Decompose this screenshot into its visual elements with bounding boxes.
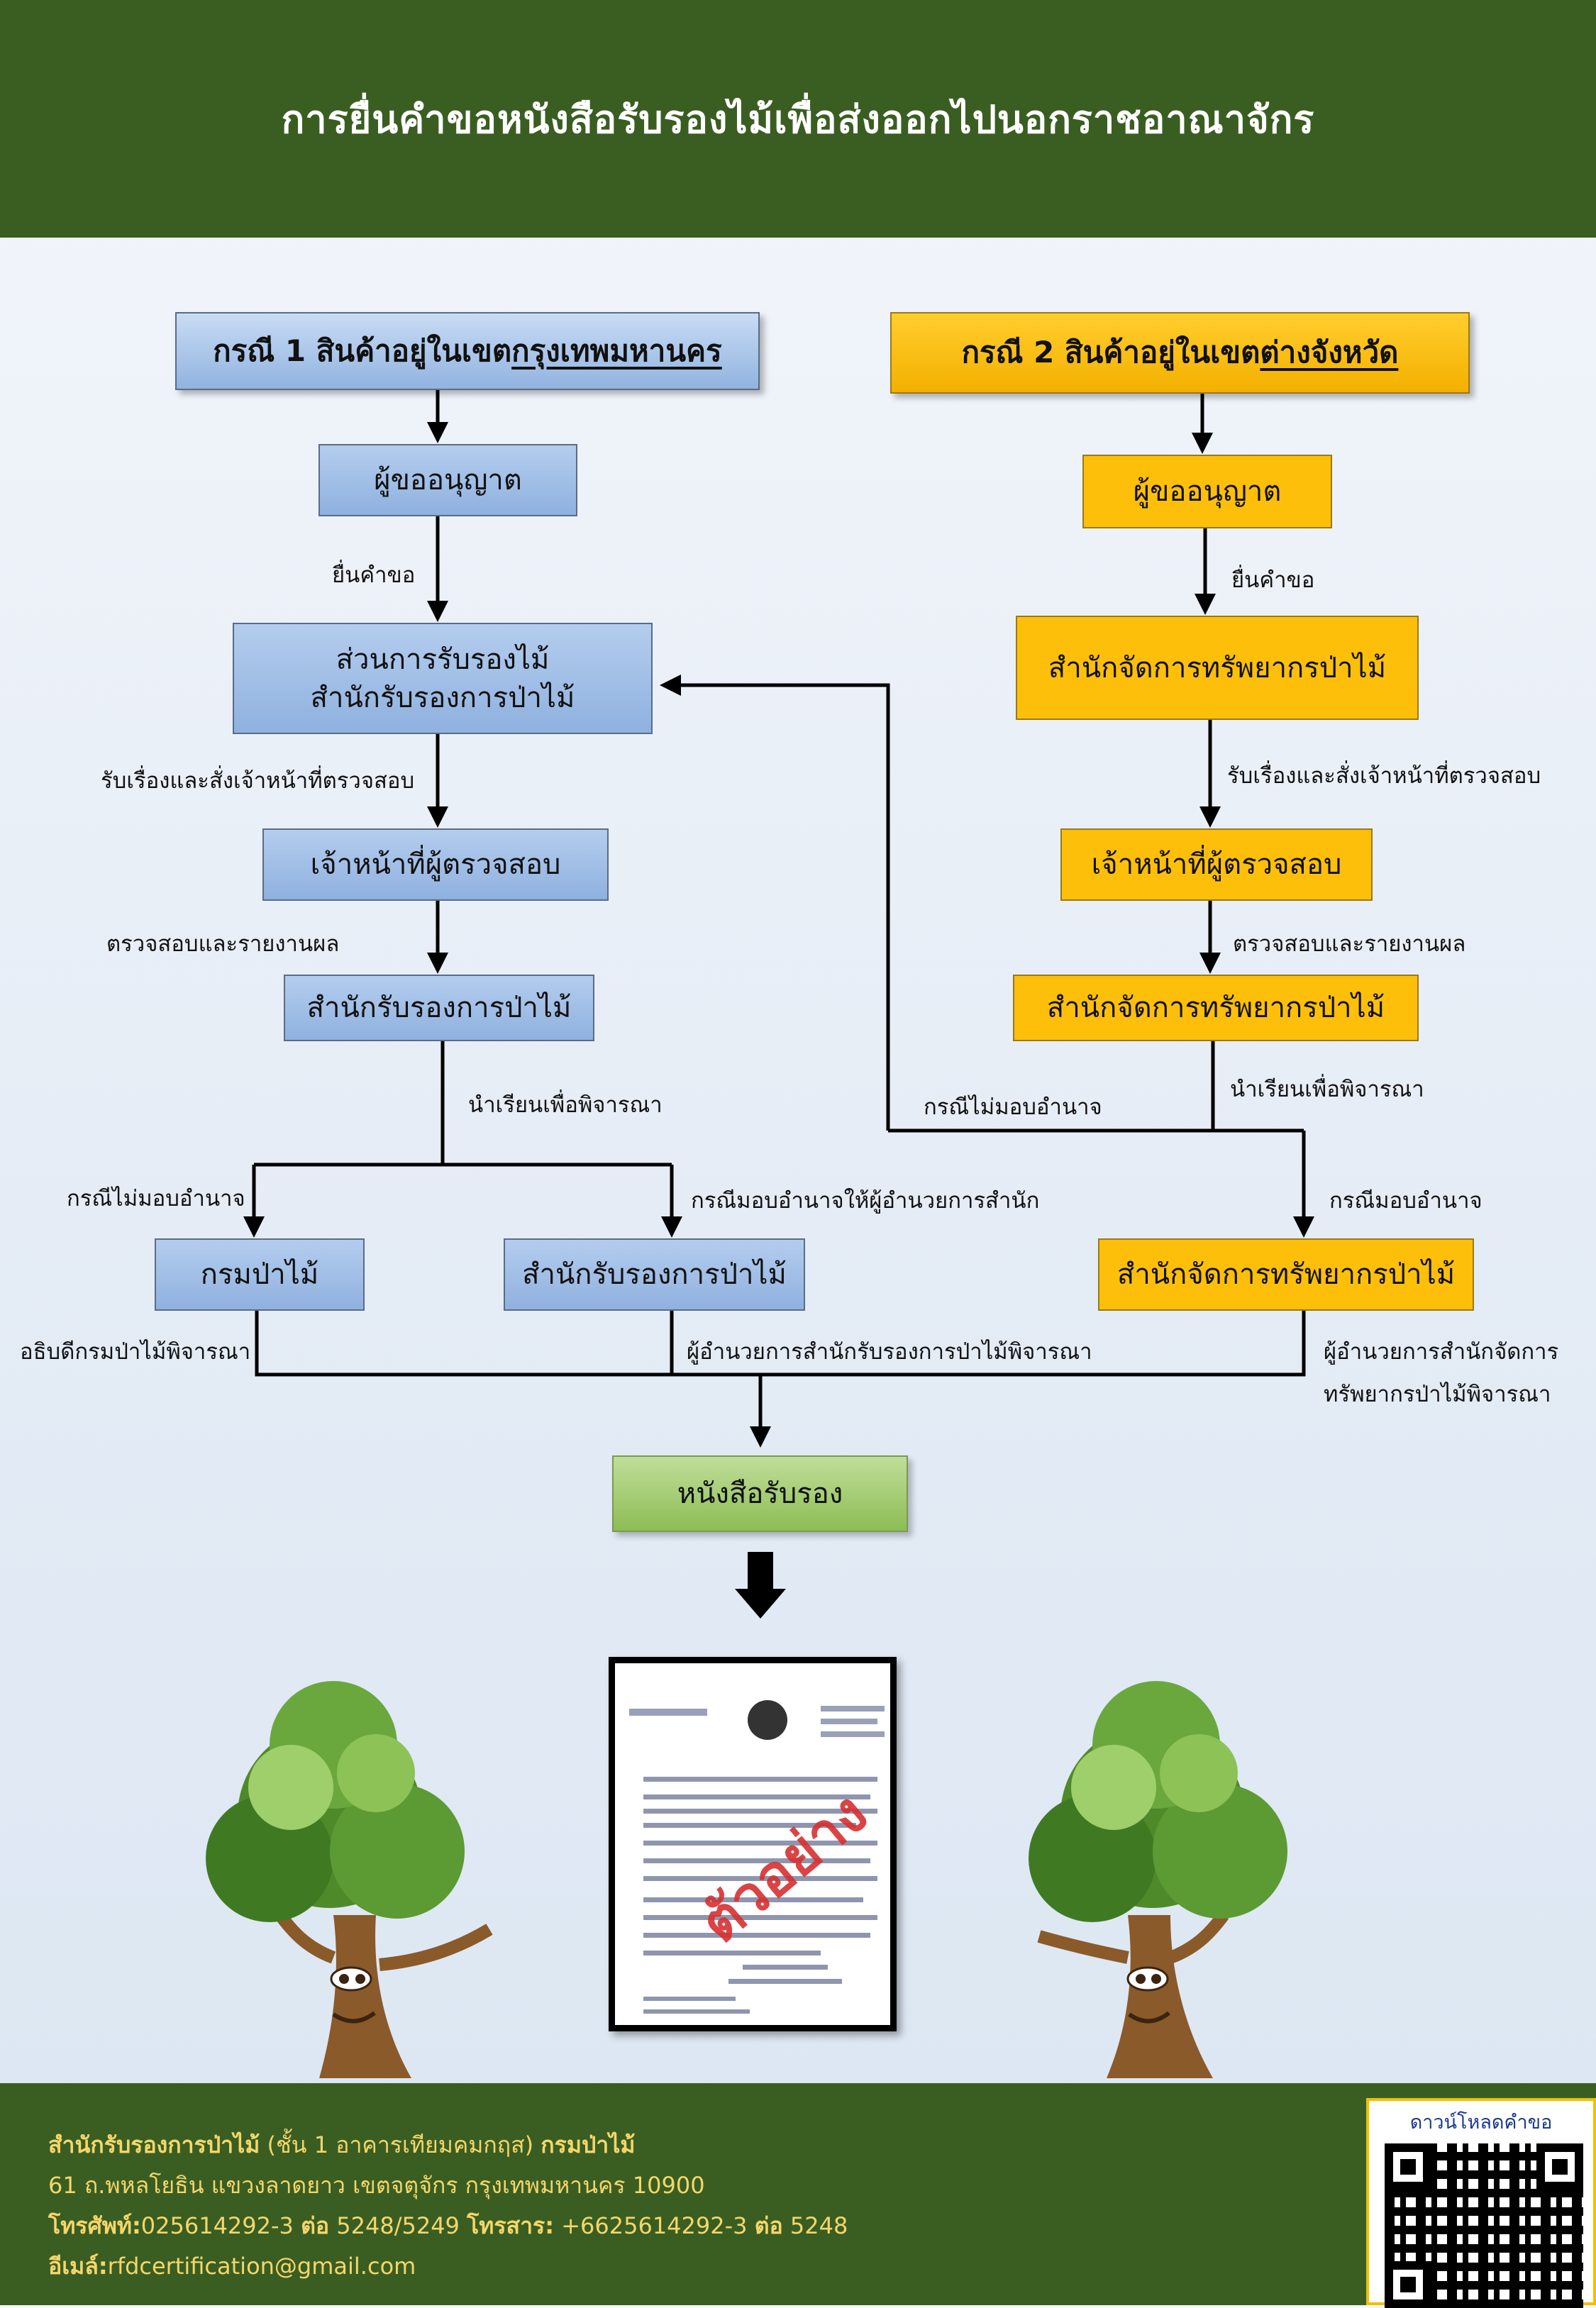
- page-title: การยื่นคำขอหนังสือรับรองไม้เพื่อส่งออกไป…: [281, 96, 1315, 142]
- right-submit-label: ยื่นคำขอ: [1231, 567, 1315, 593]
- case1-header: กรณี 1 สินค้าอยู่ในเขตกรุงเทพมหานคร: [175, 312, 760, 390]
- ext-value: 5248/5249: [329, 2212, 467, 2239]
- left-division-box: ส่วนการรับรองไม้ สำนักรับรองการป่าไม้: [233, 623, 653, 734]
- garuda-emblem-icon: [748, 1700, 787, 1740]
- phone-label: โทรศัพท์:: [48, 2212, 141, 2239]
- qr-code-icon[interactable]: [1385, 2143, 1583, 2308]
- right-applicant-box: ผู้ขออนุญาต: [1082, 455, 1332, 528]
- left-applicant-box: ผู้ขออนุญาต: [318, 444, 577, 516]
- case2-header: กรณี 2 สินค้าอยู่ในเขตต่างจังหวัด: [890, 312, 1470, 394]
- footer-address: 61 ถ.พหลโยธิน แขวงลาดยาว เขตจตุจักร กรุง…: [48, 2172, 705, 2199]
- download-label: ดาวน์โหลดคำขอ: [1409, 2112, 1553, 2134]
- tree-right-illustration: [1029, 1681, 1287, 2078]
- right-receive-label: รับเรื่องและสั่งเจ้าหน้าที่ตรวจสอบ: [1227, 763, 1541, 789]
- right-inspect-report-label: ตรวจสอบและรายงานผล: [1233, 931, 1466, 957]
- org-dept: กรมป่าไม้: [541, 2131, 636, 2158]
- right-propose-label: นำเรียนเพื่อพิจารณา: [1230, 1077, 1424, 1102]
- certificate-box: หนังสือรับรอง: [612, 1455, 908, 1532]
- ext-label: ต่อ: [301, 2212, 330, 2239]
- left-delegated-director-label: กรณีมอบอำนาจให้ผู้อำนวยการสำนัก: [691, 1188, 1040, 1214]
- title-banner: การยื่นคำขอหนังสือรับรองไม้เพื่อส่งออกไป…: [0, 0, 1596, 238]
- director-consider-label: ผู้อำนวยการสำนักรับรองการป่าไม้พิจารณา: [687, 1339, 1092, 1365]
- phone-value: 025614292-3: [140, 2212, 301, 2239]
- tree-left-illustration: [206, 1681, 493, 2078]
- right-mgmt-office3-box: สำนักจัดการทรัพยากรป่าไม้: [1098, 1238, 1474, 1311]
- rfd-box: กรมป่าไม้: [155, 1238, 365, 1311]
- fax-ext-label: ต่อ: [754, 2212, 783, 2239]
- org-name: สำนักรับรองการป่าไม้: [48, 2131, 260, 2158]
- left-not-delegated-label: กรณีไม่มอบอำนาจ: [67, 1186, 245, 1211]
- left-office2-box: สำนักรับรองการป่าไม้: [504, 1238, 805, 1311]
- division-line1: ส่วนการรับรองไม้: [336, 643, 550, 676]
- right-delegated-label: กรณีมอบอำนาจ: [1329, 1188, 1483, 1214]
- right-inspector-box: เจ้าหน้าที่ผู้ตรวจสอบ: [1060, 828, 1373, 901]
- left-propose-label: นำเรียนเพื่อพิจารณา: [468, 1092, 663, 1118]
- left-inspector-box: เจ้าหน้าที่ผู้ตรวจสอบ: [262, 828, 609, 901]
- footer-contact: สำนักรับรองการป่าไม้ (ชั้น 1 อาคารเทียมค…: [0, 2083, 1596, 2305]
- right-not-delegated-label: กรณีไม่มอบอำนาจ: [924, 1094, 1102, 1120]
- dg-consider-label: อธิบดีกรมป่าไม้พิจารณา: [20, 1339, 251, 1365]
- arrow-r-not-delegated: [660, 675, 890, 1131]
- fax-label: โทรสาร:: [467, 2212, 555, 2239]
- line-bottom-merge: [255, 1311, 1306, 1377]
- right-mgmt-office2-box: สำนักจัดการทรัพยากรป่าไม้: [1013, 975, 1419, 1041]
- case2-place: ต่างจังหวัด: [1260, 335, 1399, 370]
- left-receive-label: รับเรื่องและสั่งเจ้าหน้าที่ตรวจสอบ: [101, 768, 415, 794]
- footer-phone: โทรศัพท์:025614292-3 ต่อ 5248/5249 โทรสา…: [48, 2208, 848, 2244]
- right-director-consider-label-1: ผู้อำนวยการสำนักจัดการ: [1324, 1339, 1559, 1365]
- down-arrow-icon: [735, 1552, 786, 1619]
- email-label: อีเมล์:: [48, 2253, 108, 2280]
- division-line2: สำนักรับรองการป่าไม้: [310, 681, 575, 714]
- footer-email: อีเมล์:rfdcertification@gmail.com: [48, 2248, 416, 2285]
- left-submit-label: ยื่นคำขอ: [332, 562, 416, 588]
- certificate-illustration: [629, 1700, 885, 2014]
- left-office-box: สำนักรับรองการป่าไม้: [284, 975, 594, 1041]
- case2-prefix: กรณี 2 สินค้าอยู่ในเขต: [961, 335, 1260, 370]
- right-director-consider-label-2: ทรัพยากรป่าไม้พิจารณา: [1324, 1382, 1551, 1407]
- download-form-qr[interactable]: ดาวน์โหลดคำขอ: [1366, 2098, 1596, 2308]
- fax-ext-value: 5248: [782, 2212, 848, 2239]
- footer-org: สำนักรับรองการป่าไม้ (ชั้น 1 อาคารเทียมค…: [48, 2127, 635, 2163]
- sample-certificate-image: ตัวอย่าง: [609, 1657, 897, 2031]
- left-inspect-report-label: ตรวจสอบและรายงานผล: [106, 931, 340, 957]
- right-mgmt-office-box: สำนักจัดการทรัพยากรป่าไม้: [1016, 616, 1419, 720]
- org-building: (ชั้น 1 อาคารเทียมคมกฤส): [260, 2131, 541, 2158]
- fax-value: +6625614292-3: [554, 2212, 755, 2239]
- email-link[interactable]: rfdcertification@gmail.com: [107, 2253, 416, 2280]
- case1-prefix: กรณี 1 สินค้าอยู่ในเขต: [213, 333, 512, 368]
- case1-place: กรุงเทพมหานคร: [511, 333, 722, 368]
